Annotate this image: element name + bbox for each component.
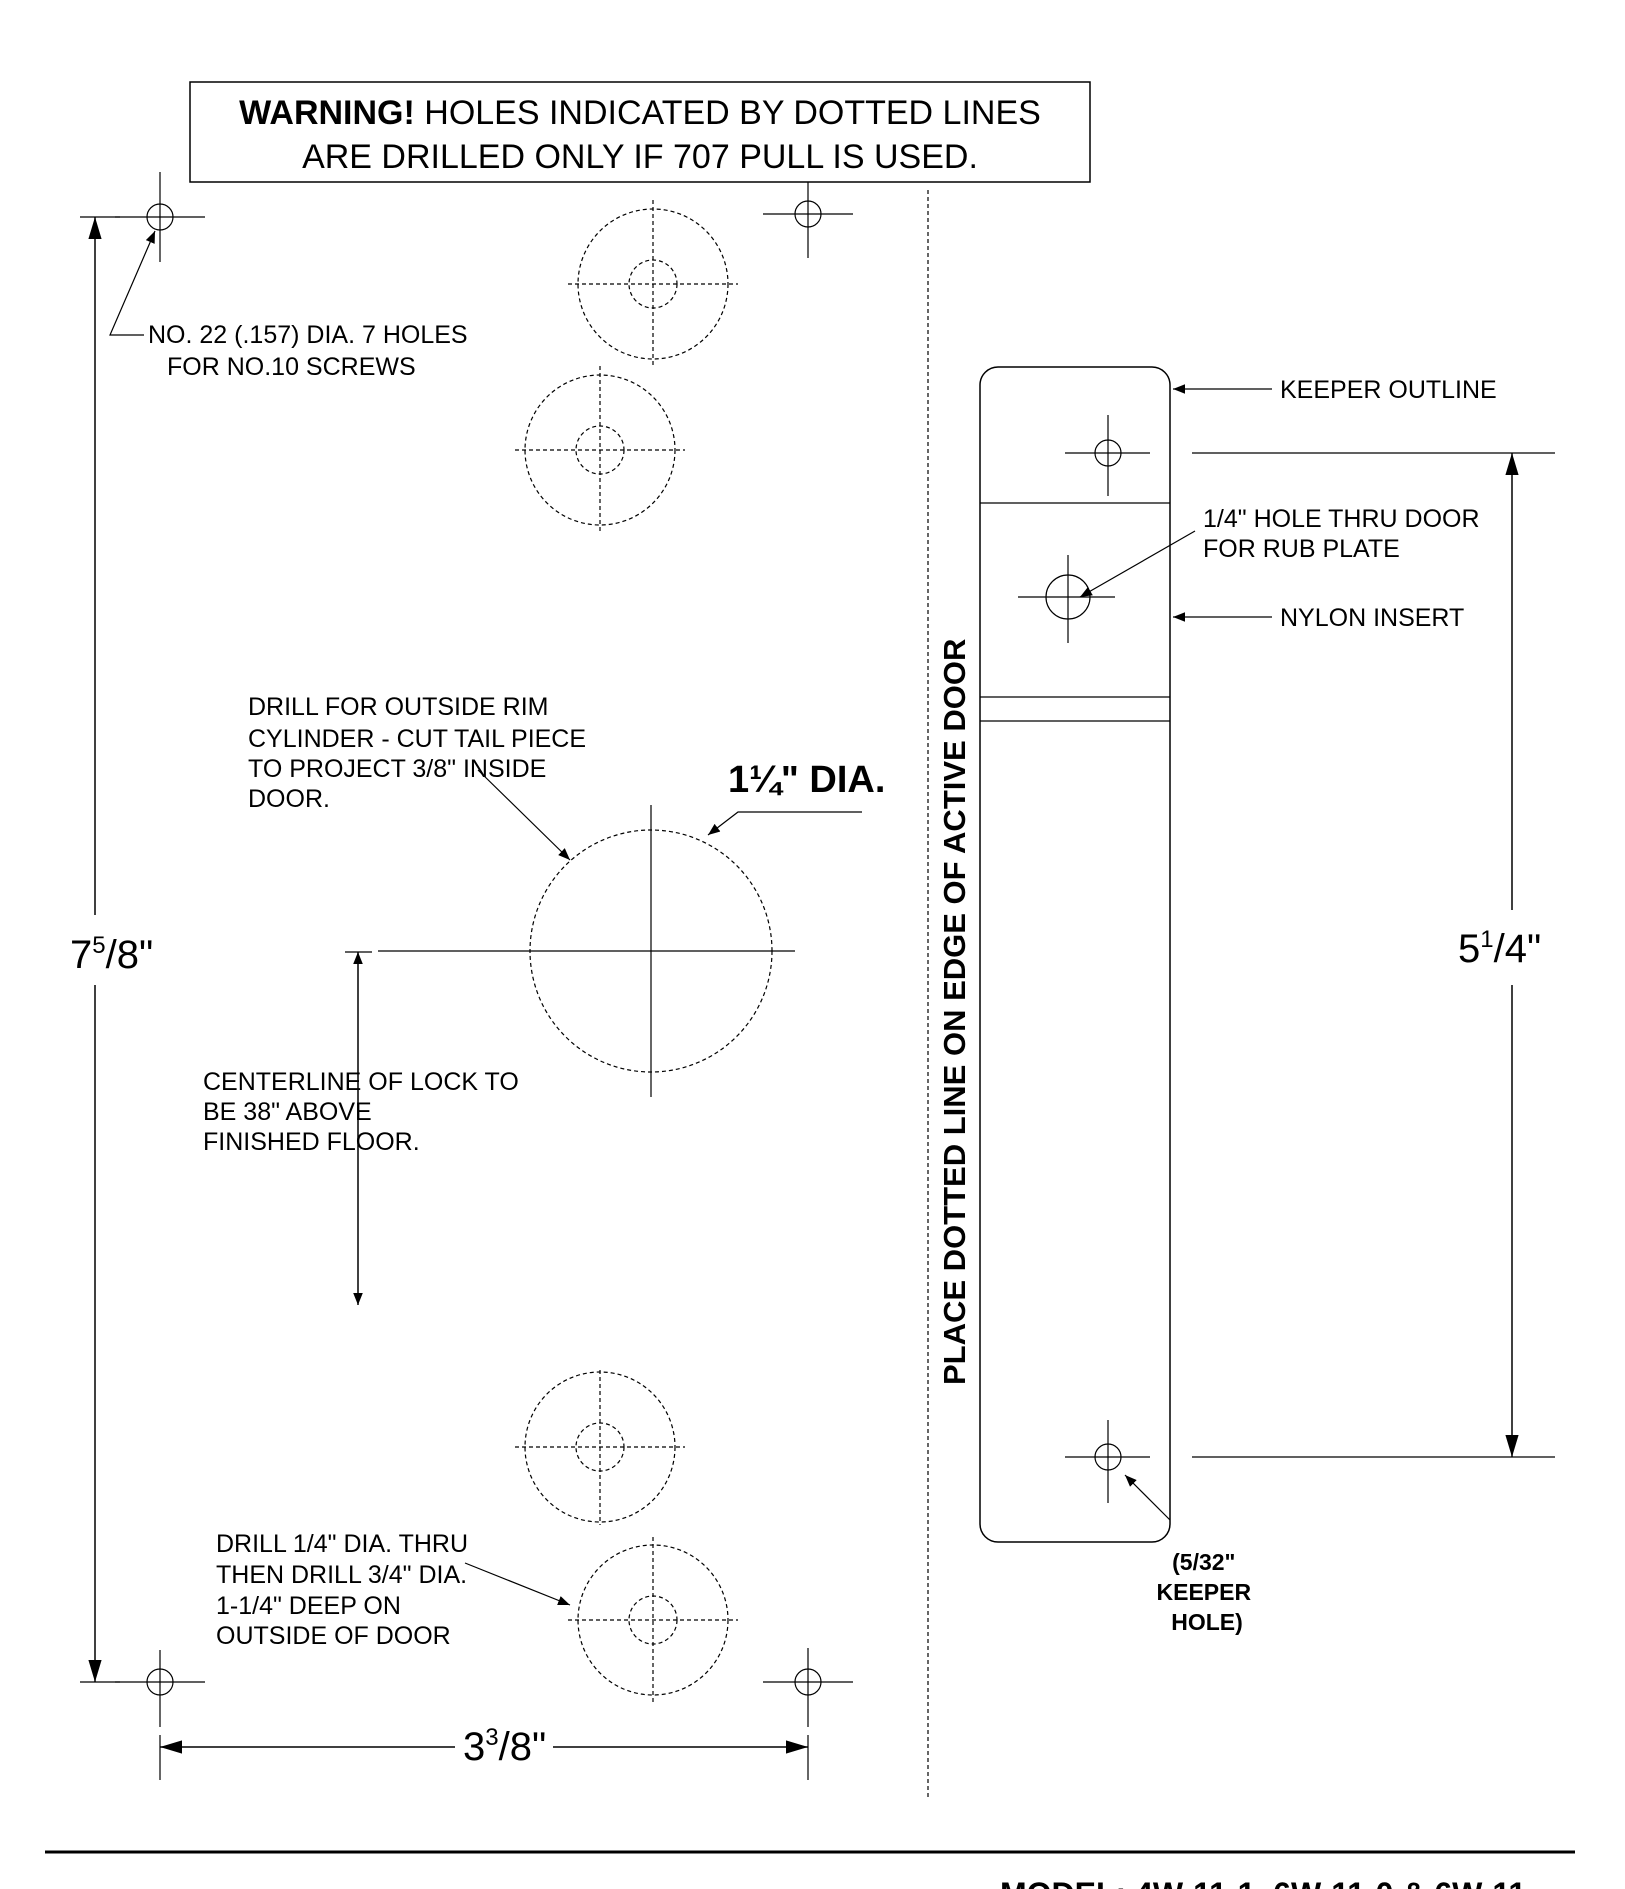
screw-holes-note: NO. 22 (.157) DIA. 7 HOLES FOR NO.10 SCR… <box>148 321 475 381</box>
keeper-dimension: 51/4" <box>1192 452 1555 1458</box>
rim-cylinder-note: DRILL FOR OUTSIDE RIM CYLINDER - CUT TAI… <box>248 693 593 813</box>
rim-cylinder-leader <box>477 769 571 861</box>
cylinder-diameter-label: 1¼" DIA. <box>728 759 885 801</box>
warning-line-1-text: HOLES INDICATED BY DOTTED LINES <box>415 94 1041 132</box>
warning-bold: WARNING! <box>239 94 415 132</box>
width-dimension-label: 33/8" <box>463 1724 546 1769</box>
keeper-screw-hole-bottom <box>1065 1420 1150 1503</box>
centerline-note: CENTERLINE OF LOCK TO BE 38" ABOVE FINIS… <box>203 1068 526 1156</box>
warning-line-1: WARNING! HOLES INDICATED BY DOTTED LINES <box>239 94 1041 132</box>
nylon-insert-label: NYLON INSERT <box>1280 604 1464 632</box>
keeper-outline-label: KEEPER OUTLINE <box>1280 376 1497 404</box>
height-dimension: 75/8" <box>70 216 153 1683</box>
screw-hole-bottom-left <box>115 1650 205 1727</box>
keeper-screw-hole-top <box>1065 415 1150 496</box>
drill-pull-note: DRILL 1/4" DIA. THRU THEN DRILL 3/4" DIA… <box>216 1530 475 1650</box>
screw-hole-top-left <box>115 172 205 262</box>
keeper-outline <box>979 366 1171 1543</box>
pull-hole-top-2 <box>515 366 685 534</box>
place-dotted-line-note: PLACE DOTTED LINE ON EDGE OF ACTIVE DOOR <box>937 639 972 1385</box>
pull-hole-bottom-2 <box>568 1537 738 1705</box>
cylinder-diameter-leader <box>707 811 862 836</box>
rub-plate-hole <box>1018 555 1115 643</box>
model-footer: MODEL: 4W-11-1, 6W-11-0 & 6W-11 <box>1000 1876 1526 1889</box>
height-dimension-label: 75/8" <box>70 932 153 977</box>
drill-pull-leader <box>464 1562 571 1606</box>
warning-box: WARNING! HOLES INDICATED BY DOTTED LINES… <box>189 81 1091 183</box>
screw-hole-top-right <box>763 182 853 258</box>
keeper-dimension-label: 51/4" <box>1458 926 1541 971</box>
width-dimension: 33/8" <box>159 1724 809 1780</box>
warning-line-2: ARE DRILLED ONLY IF 707 PULL IS USED. <box>302 138 978 176</box>
keeper-hole-leader <box>1124 1474 1171 1521</box>
rim-cylinder-hole <box>378 805 795 1097</box>
screw-note-leader <box>109 230 156 336</box>
pull-hole-bottom-1 <box>515 1370 685 1525</box>
keeper-hole-note: (5/32" KEEPER HOLE) <box>1157 1549 1258 1635</box>
pull-hole-top-1 <box>568 200 738 368</box>
rub-plate-note: 1/4" HOLE THRU DOOR FOR RUB PLATE <box>1203 505 1486 563</box>
rub-plate-leader <box>1079 530 1196 598</box>
screw-hole-bottom-right <box>763 1648 853 1727</box>
